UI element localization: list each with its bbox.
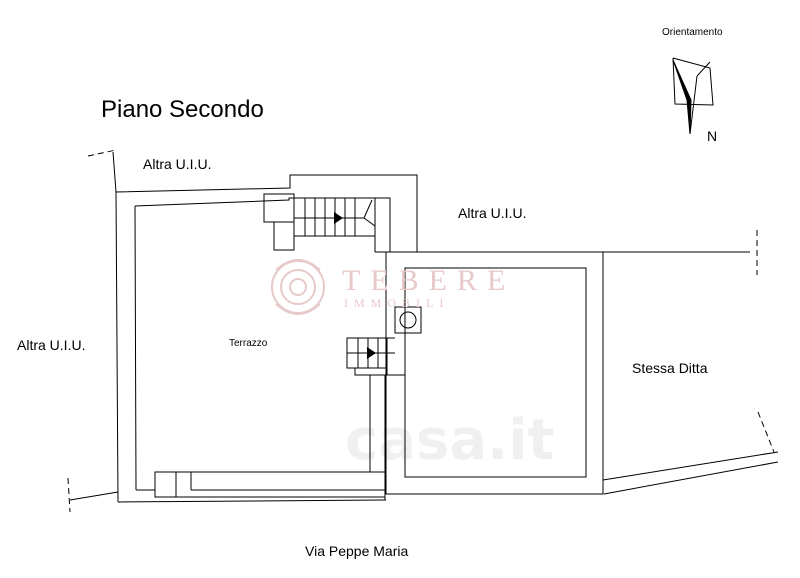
brand-logo-icon: [271, 259, 325, 315]
down-arrow-icon: [367, 347, 376, 359]
left-unit-inner-wall: [134, 197, 391, 252]
brand-watermark-name: TEBERE: [342, 264, 516, 297]
neighbor-label-top-left: Altra U.I.U.: [143, 156, 212, 172]
brand-watermark-subtitle: IMMOBILI: [344, 296, 450, 310]
street-label: Via Peppe Maria: [305, 543, 409, 559]
chimney: [394, 306, 422, 334]
north-label: N: [707, 128, 718, 144]
compass-icon: [672, 57, 714, 135]
left-unit-outer-wall: [115, 174, 418, 252]
up-arrow-icon: [334, 212, 343, 224]
neighbor-label-top-right: Altra U.I.U.: [458, 205, 527, 221]
neighbor-label-left: Altra U.I.U.: [17, 337, 86, 353]
site-watermark: casa.it: [345, 408, 555, 473]
orientation-label: Orientamento: [662, 27, 723, 38]
room-label-terrazzo: Terrazzo: [229, 338, 268, 349]
neighbor-label-right: Stessa Ditta: [632, 360, 708, 376]
floor-title: Piano Secondo: [101, 96, 264, 123]
